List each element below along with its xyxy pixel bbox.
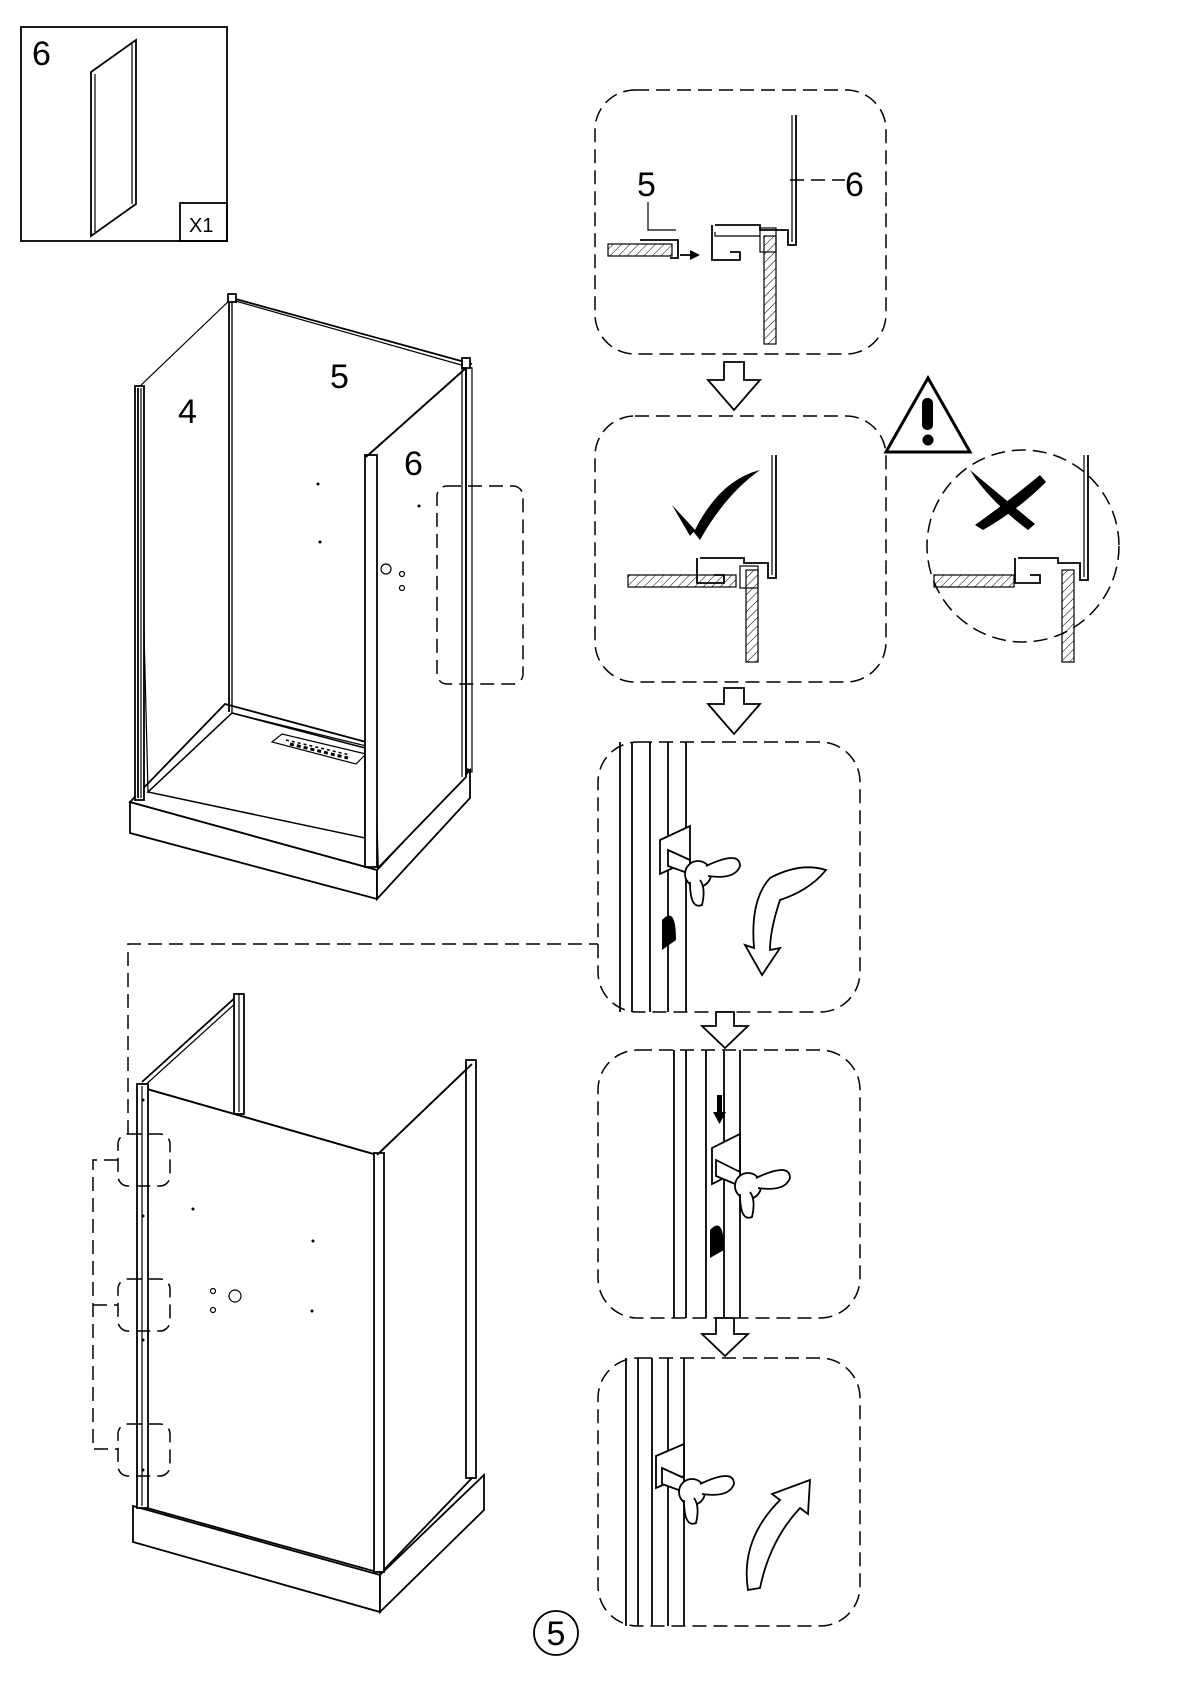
enclosure-view-bottom [93,944,598,1612]
detail-loosen-screw [598,742,860,1012]
checkmark-icon [672,470,760,540]
detail-slide-down [598,1050,860,1318]
parts-box-quantity: X1 [189,215,213,237]
curved-arrow-up-icon [747,1480,810,1590]
flow-arrow-1 [708,362,760,410]
enclosure-view-top: 4 5 6 [130,294,523,899]
panel-4-label: 4 [178,393,197,431]
detail-correct [595,416,886,682]
detail-insertion: 6 5 [595,90,886,354]
detail-label-5: 5 [637,166,656,204]
panel-6-label: 6 [404,445,423,483]
glass-panel-icon [91,40,136,236]
detail-tighten-screw [598,1358,860,1626]
wing-nut-icon [716,1160,790,1218]
warning-triangle-icon [886,378,970,452]
parts-box-part-number: 6 [32,35,51,73]
step-number-badge: 5 [534,1611,578,1655]
curved-arrow-down-icon [745,867,826,975]
flow-arrow-4 [702,1318,748,1356]
step-number: 5 [547,1615,566,1653]
wing-nut-icon [662,1468,734,1524]
parts-box: 6 X1 [21,27,227,241]
flow-arrow-2 [708,688,760,734]
cross-icon [970,470,1046,530]
flow-arrow-3 [702,1012,748,1048]
detail-label-6: 6 [845,166,864,204]
wing-nut-icon [668,850,740,906]
detail-incorrect [927,450,1119,662]
panel-5-label: 5 [330,358,349,396]
